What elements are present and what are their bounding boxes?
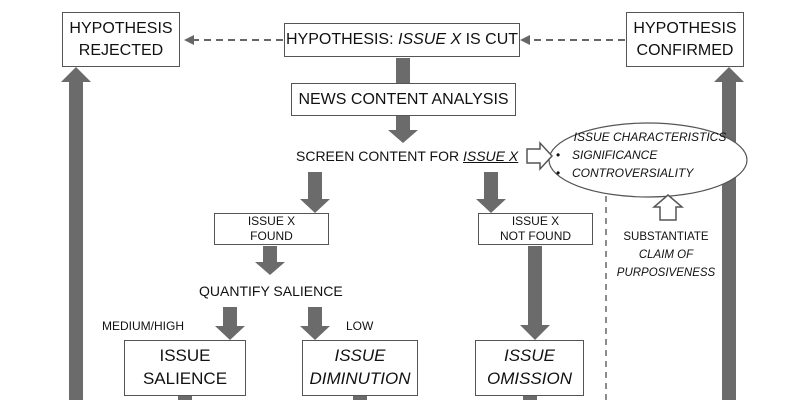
hypothesis-cut-box: HYPOTHESIS: ISSUE X IS CUT bbox=[284, 23, 520, 57]
arrow-quantify-to-diminution bbox=[300, 307, 330, 340]
issue-salience-line1: ISSUE bbox=[159, 346, 211, 366]
quantify-salience-label: QUANTIFY SALIENCE bbox=[199, 283, 343, 299]
screen-content-label: SCREEN CONTENT FOR ISSUE X bbox=[296, 148, 519, 164]
issue-salience-line2: SALIENCE bbox=[142, 369, 228, 388]
issue-not-found-line1: ISSUE X bbox=[511, 214, 560, 228]
issue-characteristics-title: ISSUE CHARACTERISTICS bbox=[573, 130, 727, 144]
issue-omission-line2: OMISSION bbox=[486, 369, 572, 388]
arrow-screen-to-found bbox=[300, 172, 330, 213]
issue-characteristics: ISSUE CHARACTERISTICS SIGNIFICANCE CONTR… bbox=[552, 128, 748, 182]
arrow-screen-to-not-found bbox=[476, 172, 506, 213]
arrow-not-found-to-omission bbox=[520, 246, 550, 340]
characteristic-item: SIGNIFICANCE bbox=[552, 146, 748, 164]
news-content-analysis-box: NEWS CONTENT ANALYSIS bbox=[291, 83, 516, 116]
issue-not-found-line2: NOT FOUND bbox=[499, 229, 572, 243]
stub-below-diminution bbox=[353, 396, 367, 400]
hypothesis-rejected-line2: REJECTED bbox=[78, 41, 164, 59]
characteristic-item: CONTROVERSIALITY bbox=[552, 164, 748, 182]
arrow-up-to-confirmed bbox=[714, 67, 744, 400]
substantiate-line3: PURPOSIVENESS bbox=[616, 267, 716, 279]
substantiate-line2: CLAIM OF bbox=[638, 249, 694, 261]
hollow-arrow-substantiate bbox=[651, 194, 685, 221]
substantiate-line1: SUBSTANTIATE bbox=[623, 231, 709, 243]
substantiate-claim-label: SUBSTANTIATE CLAIM OF PURPOSIVENESS bbox=[616, 228, 716, 282]
stub-below-omission bbox=[523, 396, 537, 400]
issue-found-line1: ISSUE X bbox=[247, 214, 296, 228]
issue-salience-box: ISSUE SALIENCE bbox=[124, 340, 246, 396]
issue-not-found-box: ISSUE X NOT FOUND bbox=[478, 213, 593, 245]
issue-found-line2: FOUND bbox=[250, 229, 293, 243]
arrow-up-to-rejected bbox=[61, 67, 91, 400]
hypothesis-confirmed-line2: CONFIRMED bbox=[636, 41, 734, 59]
issue-diminution-box: ISSUE DIMINUTION bbox=[302, 340, 418, 396]
arrow-found-to-quantify bbox=[255, 246, 285, 275]
hypothesis-rejected-box: HYPOTHESIS REJECTED bbox=[62, 12, 180, 67]
medium-high-label: MEDIUM/HIGH bbox=[102, 319, 184, 333]
low-label: LOW bbox=[346, 319, 374, 333]
hollow-arrow-to-characteristics bbox=[526, 141, 554, 171]
screen-content-issue: ISSUE X bbox=[462, 148, 519, 164]
issue-diminution-line1: ISSUE bbox=[334, 346, 386, 366]
hypothesis-cut-issue: ISSUE X bbox=[398, 31, 462, 49]
issue-omission-line1: ISSUE bbox=[503, 346, 556, 366]
issue-found-box: ISSUE X FOUND bbox=[214, 213, 329, 245]
arrow-cut-to-analysis bbox=[396, 58, 410, 83]
news-content-analysis-label: NEWS CONTENT ANALYSIS bbox=[298, 90, 509, 108]
hypothesis-rejected-line1: HYPOTHESIS bbox=[69, 19, 173, 37]
arrow-analysis-to-screen bbox=[388, 116, 418, 143]
hypothesis-cut-suffix: IS CUT bbox=[461, 31, 519, 49]
hypothesis-cut-prefix: HYPOTHESIS: bbox=[285, 31, 398, 49]
issue-omission-box: ISSUE OMISSION bbox=[475, 340, 584, 396]
hypothesis-confirmed-box: HYPOTHESIS CONFIRMED bbox=[626, 12, 744, 67]
stub-below-salience bbox=[178, 396, 192, 400]
arrow-quantify-to-salience bbox=[215, 307, 245, 340]
issue-diminution-line2: DIMINUTION bbox=[309, 369, 411, 388]
hypothesis-confirmed-line1: HYPOTHESIS bbox=[633, 19, 737, 37]
